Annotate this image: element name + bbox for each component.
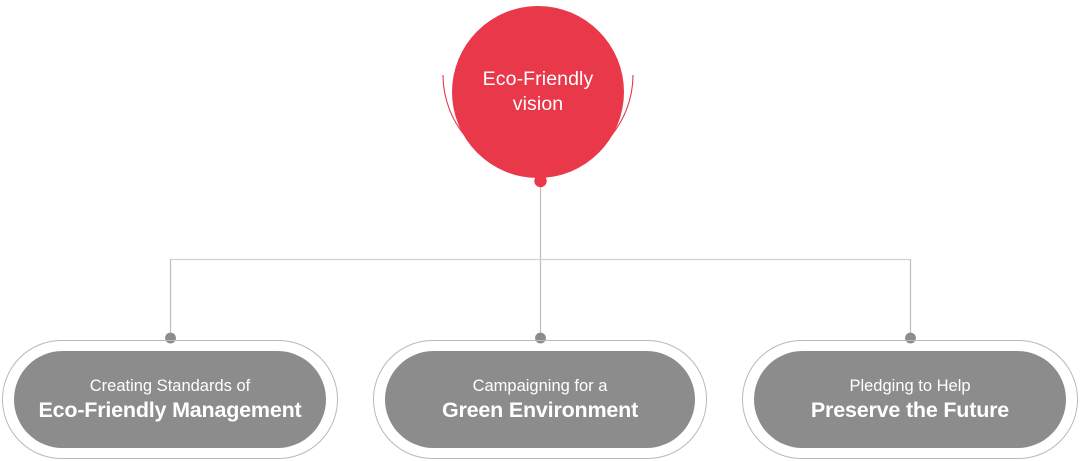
branch-node-creating-standards[interactable]: Creating Standards of Eco-Friendly Manag…	[2, 340, 338, 459]
branch-node-body: Pledging to Help Preserve the Future	[754, 351, 1066, 448]
root-node-label-line1: Eco-Friendly	[482, 68, 594, 90]
branch-node-campaigning-green-environment[interactable]: Campaigning for a Green Environment	[373, 340, 707, 459]
root-node-eco-friendly-vision[interactable]: Eco-Friendly vision	[452, 6, 624, 178]
root-node-label-line2: vision	[512, 93, 564, 115]
branch-label-line1: Pledging to Help	[849, 377, 971, 395]
branch-node-body: Creating Standards of Eco-Friendly Manag…	[14, 351, 326, 448]
branch-label-line2: Preserve the Future	[810, 398, 1010, 422]
branch-label-line2: Green Environment	[441, 398, 639, 422]
branch-label-line2: Eco-Friendly Management	[38, 398, 302, 422]
branch-node-pledging-preserve-future[interactable]: Pledging to Help Preserve the Future	[742, 340, 1078, 459]
branch-node-body: Campaigning for a Green Environment	[385, 351, 695, 448]
branch-label-line1: Campaigning for a	[472, 377, 608, 395]
branch-label-line1: Creating Standards of	[89, 377, 251, 395]
